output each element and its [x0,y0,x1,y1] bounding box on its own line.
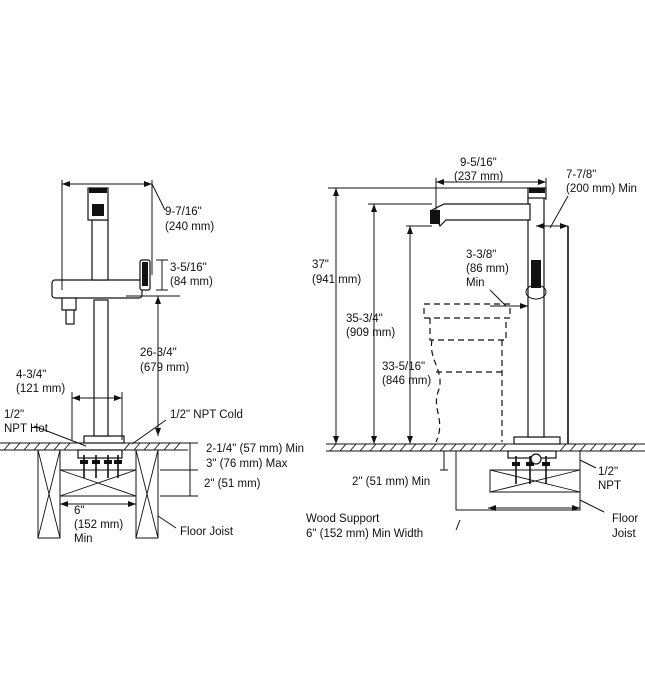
right-faucet-column [527,195,545,438]
left-faucet-column [93,299,109,437]
left-floor-joist-left [37,449,61,539]
right-spout-knurl [529,188,545,193]
left-cold-supply: 1/2" NPT Cold [170,409,243,421]
right-spout-height: 35-3/4" [346,313,383,325]
left-spout-aerator [92,204,104,216]
left-hot-supply-1: 1/2" [4,409,24,421]
left-valve-body [51,279,143,299]
right-floor-joist-1: Floor [612,513,638,525]
right-reach-dim: 9-5/16" [460,157,497,169]
left-aerator-outlet [61,297,77,311]
left-handle-grip [142,262,148,286]
left-dim-lines [33,180,198,529]
left-offset-dim-mm: (121 mm) [16,383,65,395]
left-joist-space-1: 6" [74,505,84,517]
right-rim-height-mm: (846 mm) [382,375,431,387]
right-wall-dim: 7-7/8" [566,169,596,181]
right-spout-aerator [430,210,440,224]
left-view: 9-7/16" (240 mm) 3-5/16" (84 mm) 26-3/4"… [0,180,304,545]
left-joist-space-3: Min [74,533,93,545]
left-offset-dim: 4-3/4" [16,369,46,381]
left-faucet-base [83,435,125,444]
left-joist-space-2: (152 mm) [74,519,123,531]
right-spout-arm [431,203,531,228]
left-support-dim: 2" (51 mm) [204,478,261,490]
right-floor-joist-2: Joist [612,528,636,540]
left-spout-knurl [89,188,107,193]
right-handle-ring [525,284,547,300]
right-floor-hatch [329,443,637,452]
right-reach-dim-mm: (237 mm) [454,171,503,183]
right-wood-support [455,451,581,511]
left-width-dim: 9-7/16" [165,206,202,218]
right-handle-clear-mm: (86 mm) [466,263,509,275]
right-wall-dim-mm: (200 mm) Min [566,183,637,195]
left-deck-max: 3" (76 mm) Max [206,458,288,470]
right-view: 9-5/16" (237 mm) 7-7/8" (200 mm) Min 37"… [306,157,645,540]
left-upper-column [91,219,109,281]
left-height-dim-mm: (679 mm) [140,362,189,374]
right-supply-2: NPT [598,480,621,492]
right-spout-height-mm: (909 mm) [346,327,395,339]
left-handle-dim-mm: (84 mm) [170,276,213,288]
right-mounting-hardware [507,450,557,484]
right-overall-height-mm: (941 mm) [312,274,361,286]
left-wood-support [59,469,137,497]
right-supply-1: 1/2" [598,466,618,478]
right-handle-clear: 3-3/8" [466,249,496,261]
left-floor-joist: Floor Joist [180,526,234,538]
left-floor-joist-right [135,449,159,539]
right-dim-lines [328,178,605,531]
right-wood-support-2: 6" (152 mm) Min Width [306,528,423,540]
right-overall-height: 37" [312,259,329,271]
left-floor-hatch [3,442,181,451]
left-deck-min: 2-1/4" (57 mm) Min [206,443,304,455]
left-handle-dim: 3-5/16" [170,262,207,274]
right-handle [531,260,541,288]
right-handle-clear-min: Min [466,277,485,289]
left-hot-supply-2: NPT Hot [4,423,49,435]
left-height-dim: 26-3/4" [140,347,177,359]
left-mounting-hardware [77,449,123,478]
left-outlet-nozzle [65,309,75,325]
right-rim-height: 33-5/16" [382,361,425,373]
right-toilet-outline [423,303,511,443]
left-width-dim-mm: (240 mm) [165,221,214,233]
right-support-min: 2" (51 mm) Min [352,476,430,488]
right-wood-support-1: Wood Support [306,513,380,525]
right-faucet-base [513,436,561,445]
